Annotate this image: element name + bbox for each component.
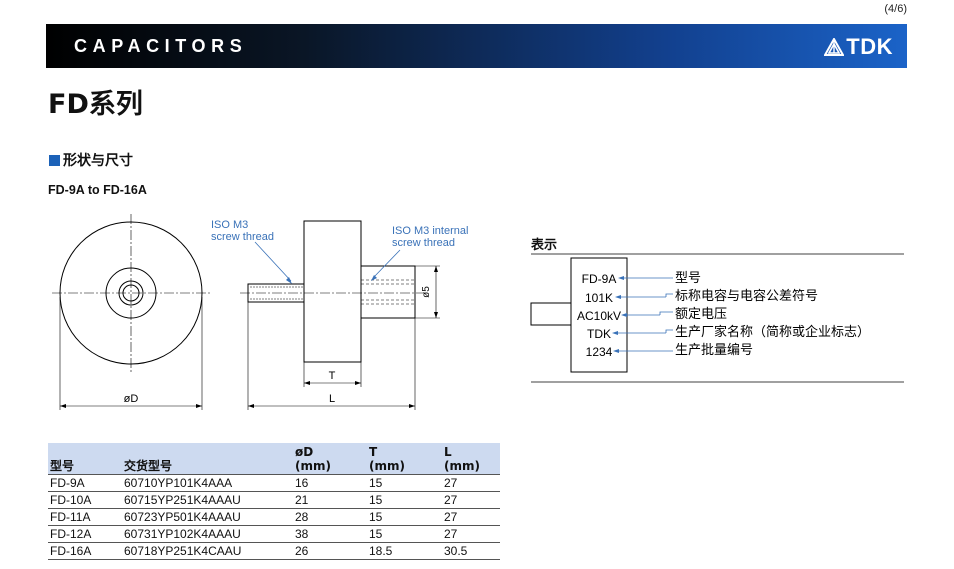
cell-model: FD-12A: [48, 525, 122, 543]
cell-thickness: 15: [367, 491, 442, 509]
marking-line-model: FD-9A: [582, 272, 617, 286]
marking-title: 表示: [531, 238, 558, 253]
marking-line-voltage: AC10kV: [577, 309, 621, 323]
table-row: FD-12A 60731YP102K4AAAU 38 15 27: [48, 525, 500, 543]
cell-model: FD-9A: [48, 474, 122, 492]
cell-thickness: 15: [367, 525, 442, 543]
section-title: 形状与尺寸: [63, 153, 133, 169]
cell-order-code: 60718YP251K4CAAU: [122, 542, 293, 560]
table-row: FD-10A 60715YP251K4AAAU 21 15 27: [48, 491, 500, 509]
marking-line-maker: TDK: [587, 327, 611, 341]
marking-line-capacitance: 101K: [585, 291, 613, 305]
dim-d-label: øD: [124, 393, 139, 405]
spec-table: 型号 交货型号 øD (mm) T (mm) L (mm) FD-9A 6071…: [48, 443, 500, 560]
cell-diameter: 26: [293, 542, 367, 560]
cell-diameter: 38: [293, 525, 367, 543]
cell-order-code: 60723YP501K4AAAU: [122, 508, 293, 526]
leader-lines: [615, 277, 673, 352]
cell-diameter: 21: [293, 491, 367, 509]
internal-thread-label-1: ISO M3 internal: [392, 225, 468, 237]
col-header-order-code: 交货型号: [122, 443, 293, 475]
cell-model: FD-16A: [48, 542, 122, 560]
cell-model: FD-11A: [48, 508, 122, 526]
dimension-drawing: øD ø5 T L ISO M3 screw: [52, 214, 468, 410]
capacitor-body: [570, 257, 628, 373]
screw-thread-label-2: screw thread: [211, 231, 274, 243]
dim-l-label: L: [329, 393, 335, 405]
model-range: FD-9A to FD-16A: [48, 183, 147, 197]
table-row: FD-9A 60710YP101K4AAA 16 15 27: [48, 474, 500, 492]
cell-order-code: 60731YP102K4AAAU: [122, 525, 293, 543]
cell-length: 30.5: [442, 542, 500, 560]
section-marker: [49, 154, 60, 166]
cell-thickness: 15: [367, 508, 442, 526]
meaning-lot: 生产批量编号: [675, 343, 753, 358]
marking-diagram: FD-9A 101K AC10kV TDK 1234 型号 标称电容与电容公差符…: [530, 253, 904, 383]
dim-5-label: ø5: [421, 286, 432, 298]
cell-thickness: 15: [367, 474, 442, 492]
screw-thread-label-1: ISO M3: [211, 219, 248, 231]
header-banner: CAPACITORS TDK: [46, 24, 907, 68]
meaning-model: 型号: [675, 271, 701, 286]
front-view: øD: [52, 214, 210, 410]
page-number: (4/6): [884, 3, 907, 15]
table-row: FD-16A 60718YP251K4CAAU 26 18.5 30.5: [48, 542, 500, 560]
series-title: FD系列: [48, 89, 143, 120]
col-header-length: L (mm): [442, 443, 500, 475]
dim-t-label: T: [329, 370, 336, 382]
banner-title: CAPACITORS: [74, 36, 248, 56]
tdk-logo-icon: [824, 38, 845, 56]
cell-order-code: 60715YP251K4AAAU: [122, 491, 293, 509]
meaning-voltage: 额定电压: [675, 307, 727, 322]
cell-length: 27: [442, 474, 500, 492]
cell-length: 27: [442, 491, 500, 509]
meaning-maker: 生产厂家名称（简称或企业标志）: [675, 324, 870, 340]
table-header-row: 型号 交货型号 øD (mm) T (mm) L (mm): [48, 443, 500, 475]
col-header-model: 型号: [48, 443, 122, 475]
cell-length: 27: [442, 508, 500, 526]
internal-thread-label-2: screw thread: [392, 237, 455, 249]
cell-model: FD-10A: [48, 491, 122, 509]
section-heading: 形状与尺寸: [49, 150, 133, 170]
cell-diameter: 28: [293, 508, 367, 526]
cell-thickness: 18.5: [367, 542, 442, 560]
cell-diameter: 16: [293, 474, 367, 492]
brand-logo: TDK: [824, 34, 893, 60]
capacitor-terminal: [530, 302, 572, 326]
cell-length: 27: [442, 525, 500, 543]
table-row: FD-11A 60723YP501K4AAAU 28 15 27: [48, 508, 500, 526]
col-header-thickness: T (mm): [367, 443, 442, 475]
callouts: ISO M3 screw thread ISO M3 internal scre…: [211, 219, 468, 284]
leader-arrows: [612, 276, 627, 353]
meaning-capacitance: 标称电容与电容公差符号: [675, 288, 818, 304]
col-header-diameter: øD (mm): [293, 443, 367, 475]
cell-order-code: 60710YP101K4AAA: [122, 474, 293, 492]
side-view: ø5 T L: [240, 220, 440, 410]
marking-line-lot: 1234: [586, 345, 613, 359]
brand-name: TDK: [846, 34, 893, 59]
